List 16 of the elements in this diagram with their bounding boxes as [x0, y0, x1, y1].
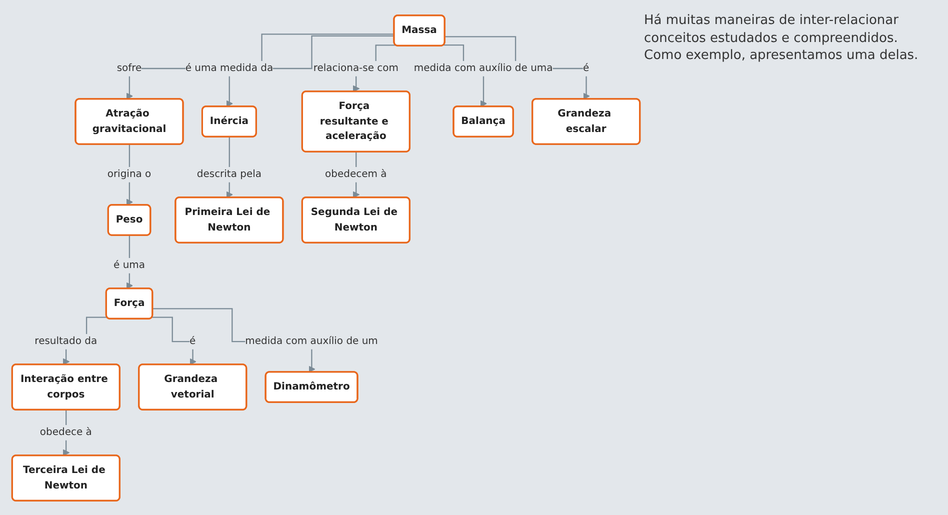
arrow	[152, 308, 316, 373]
edge-label: descrita pela	[196, 168, 262, 180]
edge-label: resultado da	[34, 336, 98, 348]
arrow	[152, 316, 196, 366]
edge-label: obedece à	[40, 426, 92, 438]
edge-label: é uma medida da	[185, 62, 274, 74]
edge-label: é	[583, 62, 590, 74]
edge-label: origina o	[107, 168, 152, 180]
edge-label: sofre	[116, 62, 142, 74]
edge-label: é uma	[114, 260, 146, 272]
edge-label: relaciona-se com	[313, 62, 399, 74]
edge-label: medida com auxílio de um	[245, 336, 378, 348]
note-text: Há muitas maneiras de inter-relacionar conceitos estudados e compreendidos. Como exemplo, apresentamos uma delas.	[644, 12, 920, 65]
edge-label: obedecem à	[325, 168, 387, 180]
edge-label: medida com auxílio de uma	[414, 62, 553, 74]
edge-label: é	[190, 336, 196, 348]
